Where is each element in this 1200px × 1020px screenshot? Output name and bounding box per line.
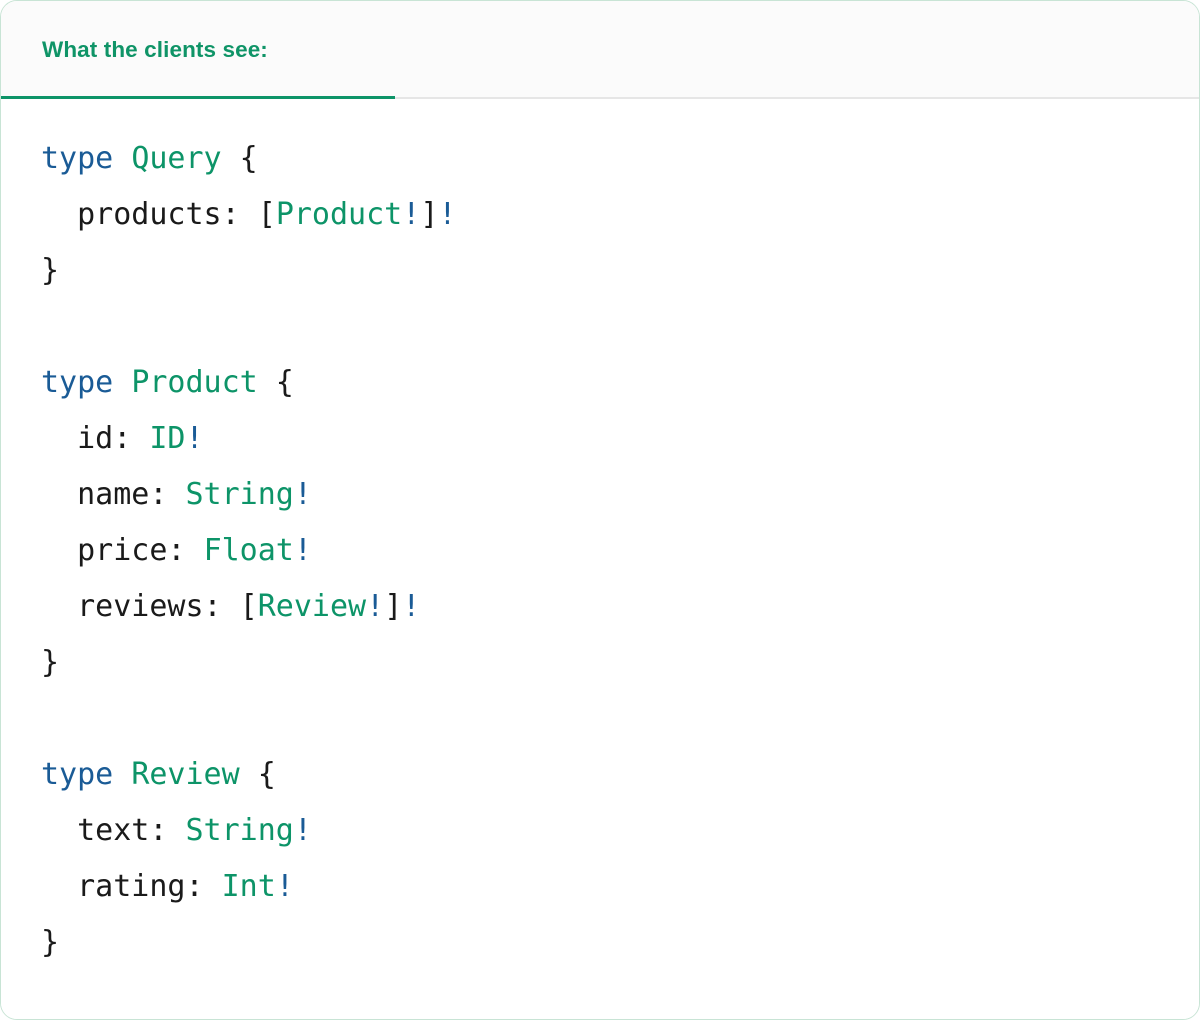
code-token-pun: } (41, 253, 60, 288)
code-line: name: String! (41, 467, 1199, 523)
code-token-type: Product (131, 365, 258, 400)
code-line: type Query { (41, 131, 1199, 187)
code-line (41, 691, 1199, 747)
code-token-bang: ! (275, 869, 294, 904)
code-area: type Query { products: [Product!]!} type… (1, 99, 1199, 1019)
tab-active-underline (1, 96, 395, 99)
code-token-bang: ! (293, 477, 312, 512)
code-token-type: Product (275, 197, 403, 232)
code-token-pun (167, 477, 185, 512)
code-token-type: Review (257, 589, 367, 624)
code-token-kw: type (41, 365, 114, 400)
code-line: text: String! (41, 803, 1199, 859)
code-line: reviews: [Review!]! (41, 579, 1199, 635)
code-token-bang: ! (402, 589, 421, 624)
tab-label: What the clients see: (42, 37, 268, 62)
code-token-field: name: (41, 477, 168, 512)
code-token-field: id: (41, 421, 132, 456)
code-token-pun (131, 421, 149, 456)
code-token-bang: ! (293, 533, 312, 568)
code-token-pun (113, 365, 131, 400)
code-token-type: Query (131, 141, 222, 176)
code-line: rating: Int! (41, 859, 1199, 915)
code-token-type: ID (149, 421, 186, 456)
code-line (41, 299, 1199, 355)
code-token-pun: } (41, 925, 60, 960)
code-token-field: reviews: (41, 589, 222, 624)
tab-what-the-clients-see[interactable]: What the clients see: (1, 1, 395, 99)
code-token-pun: ] (384, 589, 403, 624)
code-token-bang: ! (438, 197, 457, 232)
code-token-type: String (185, 477, 294, 512)
code-token-pun: [ (221, 589, 258, 624)
code-line: } (41, 915, 1199, 971)
code-token-type: String (185, 813, 294, 848)
code-line: type Review { (41, 747, 1199, 803)
code-token-kw: type (41, 141, 114, 176)
code-token-bang: ! (366, 589, 385, 624)
code-token-pun (186, 533, 204, 568)
code-token-type: Int (221, 869, 276, 904)
code-token-field: text: (41, 813, 168, 848)
code-token-type: Review (131, 757, 240, 792)
code-token-pun: ] (420, 197, 439, 232)
code-token-pun (204, 869, 222, 904)
code-token-pun (113, 141, 131, 176)
code-token-bang: ! (185, 421, 204, 456)
code-token-kw: type (41, 757, 114, 792)
code-line: } (41, 243, 1199, 299)
code-token-bang: ! (402, 197, 421, 232)
graphql-schema-code[interactable]: type Query { products: [Product!]!} type… (1, 131, 1199, 971)
code-line: } (41, 635, 1199, 691)
code-token-pun (167, 813, 185, 848)
code-token-pun: [ (239, 197, 276, 232)
code-token-pun: { (239, 757, 276, 792)
code-line: products: [Product!]! (41, 187, 1199, 243)
code-token-field: price: (41, 533, 186, 568)
tab-bar: What the clients see: (1, 1, 1199, 99)
code-token-field: rating: (41, 869, 204, 904)
tab-bar-rule (1, 97, 1199, 99)
code-line: type Product { (41, 355, 1199, 411)
code-line: price: Float! (41, 523, 1199, 579)
code-token-pun: } (41, 645, 60, 680)
code-token-field: products: (41, 197, 240, 232)
code-token-pun: { (221, 141, 258, 176)
code-token-pun (113, 757, 131, 792)
code-token-pun: { (257, 365, 294, 400)
code-token-type: Float (203, 533, 294, 568)
code-line: id: ID! (41, 411, 1199, 467)
code-token-bang: ! (293, 813, 312, 848)
